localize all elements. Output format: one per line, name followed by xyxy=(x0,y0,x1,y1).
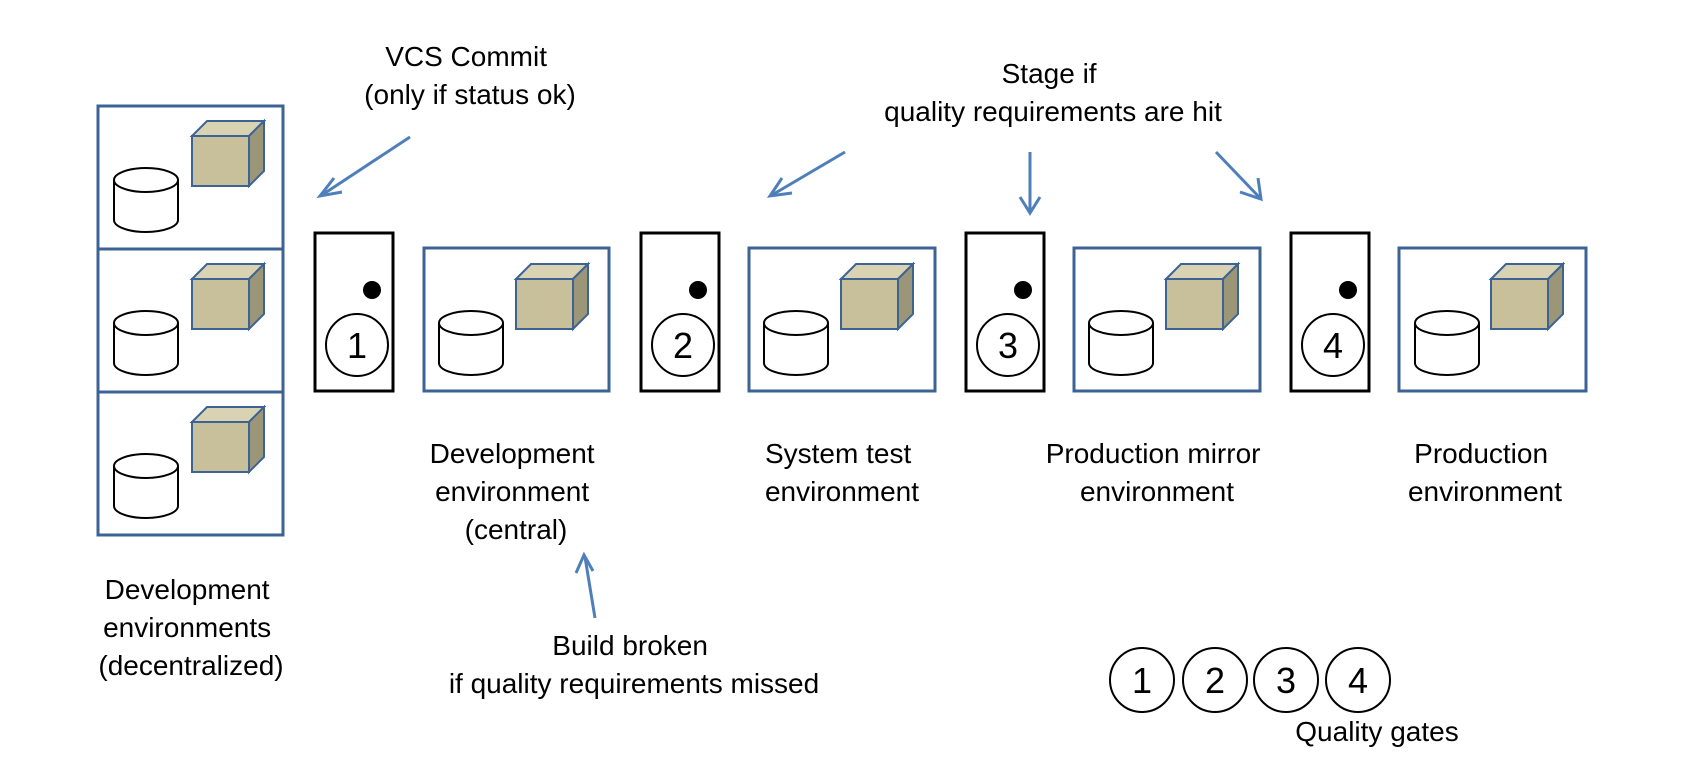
package-icon xyxy=(515,263,589,330)
indicator-light-icon xyxy=(689,281,707,299)
package-icon xyxy=(1165,263,1239,330)
dev-env-box-3 xyxy=(96,390,285,537)
gate-number: 3 xyxy=(998,325,1018,366)
gate-server-1: 1 xyxy=(313,231,395,393)
legend-gate-circle xyxy=(1253,647,1319,713)
gate-server-4: 4 xyxy=(1289,231,1371,393)
gate-number: 1 xyxy=(347,325,367,366)
indicator-light-icon xyxy=(1014,281,1032,299)
arrow-build-broken xyxy=(574,551,597,619)
legend-gate-number: 4 xyxy=(1348,660,1368,701)
vcs-commit-label: VCS Commit (only if status ok) xyxy=(364,41,576,110)
stage-if-label: Stage if quality requirements are hit xyxy=(884,58,1222,127)
production-mirror-label: Production mirror environment xyxy=(1046,438,1269,507)
database-icon xyxy=(763,310,829,376)
database-icon xyxy=(113,167,179,233)
indicator-light-icon xyxy=(363,281,381,299)
central-dev-environment xyxy=(422,246,611,393)
legend-caption: Quality gates xyxy=(1295,716,1458,747)
production-mirror-environment xyxy=(1072,246,1262,393)
legend-gate-number: 2 xyxy=(1205,660,1225,701)
gate-server-3: 3 xyxy=(964,231,1046,393)
arrow-stage-to-production xyxy=(1214,150,1263,202)
database-icon xyxy=(113,453,179,519)
build-broken-label: Build broken if quality requirements mis… xyxy=(449,630,819,699)
gate-number: 2 xyxy=(673,325,693,366)
arrow-vcs-commit xyxy=(316,135,411,199)
arrow-stage-to-production-mirror xyxy=(1018,152,1042,216)
package-icon xyxy=(191,263,265,330)
system-test-environment xyxy=(747,246,937,393)
dev-env-box-1 xyxy=(96,104,285,251)
dev-env-box-2 xyxy=(96,247,285,394)
production-environment xyxy=(1397,246,1588,393)
arrow-stage-to-system-test xyxy=(766,150,846,198)
database-icon xyxy=(1414,310,1480,376)
package-icon xyxy=(1490,263,1564,330)
package-icon xyxy=(840,263,914,330)
legend-gate-circle xyxy=(1109,647,1175,713)
dev-environments-decentralized xyxy=(96,104,285,537)
database-icon xyxy=(438,310,504,376)
legend-gate-circle xyxy=(1325,647,1391,713)
system-test-label: System test environment xyxy=(765,438,919,507)
package-icon xyxy=(191,120,265,187)
decentralized-dev-label: Development environments (decentralized) xyxy=(98,574,283,681)
gate-server-2: 2 xyxy=(639,231,721,393)
legend-gate-number: 1 xyxy=(1132,660,1152,701)
central-dev-label: Development environment (central) xyxy=(430,438,603,545)
package-icon xyxy=(191,406,265,473)
indicator-light-icon xyxy=(1339,281,1357,299)
database-icon xyxy=(113,310,179,376)
legend-gate-circle xyxy=(1182,647,1248,713)
quality-gates-legend: 1 2 3 4 Quality gates xyxy=(1109,647,1459,747)
gate-number: 4 xyxy=(1323,325,1343,366)
database-icon xyxy=(1088,310,1154,376)
legend-gate-number: 3 xyxy=(1276,660,1296,701)
production-label: Production environment xyxy=(1408,438,1562,507)
